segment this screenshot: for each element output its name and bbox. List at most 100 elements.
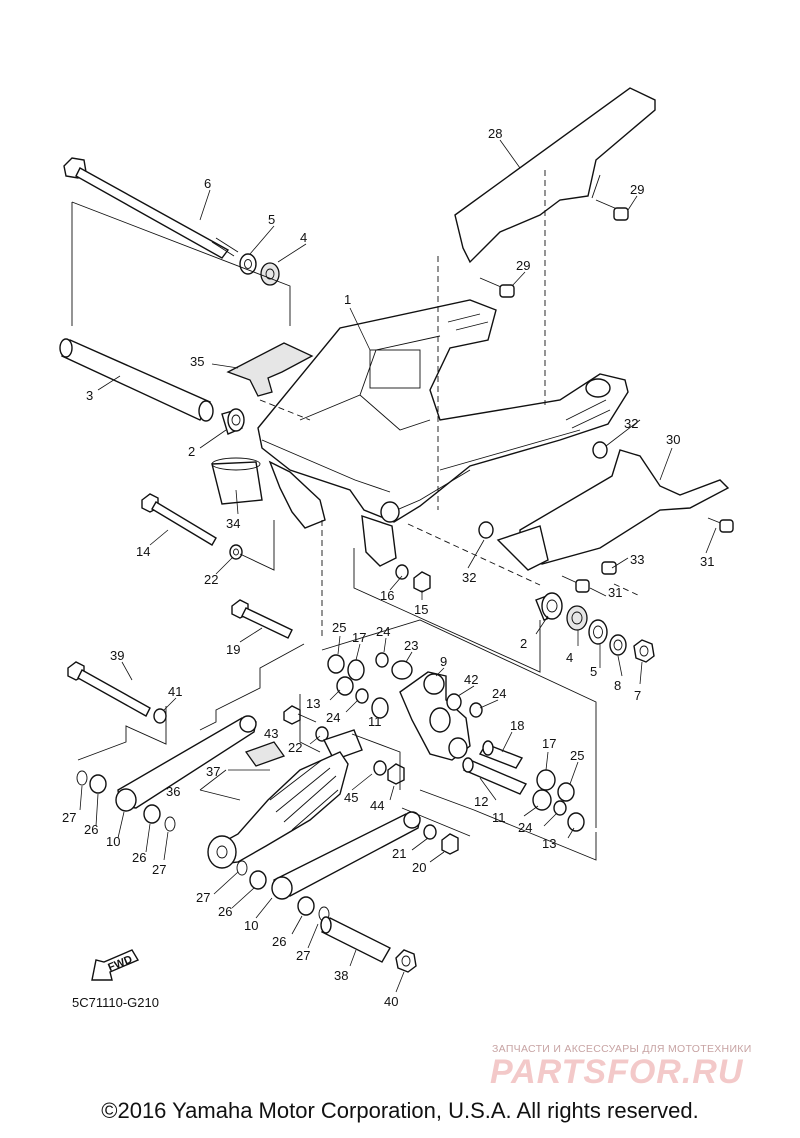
relay-arm-part-9[interactable] (399, 671, 471, 761)
bolt-part-29-lower[interactable] (479, 277, 515, 298)
collar-part-25-right[interactable] (557, 782, 575, 802)
nut-part-40[interactable] (395, 949, 417, 973)
callout-22-upper: 22 (204, 572, 218, 587)
bearing-part-2-left[interactable] (221, 408, 245, 435)
bolt-part-31-lower[interactable] (561, 575, 590, 593)
callout-23: 23 (404, 638, 418, 653)
callout-26-b: 26 (132, 850, 146, 865)
callout-2-left: 2 (188, 444, 195, 459)
connecting-rod-part-10-upper[interactable] (115, 715, 257, 812)
callout-2-right: 2 (520, 636, 527, 651)
callout-27-c: 27 (196, 890, 210, 905)
collar-part-3[interactable] (59, 338, 214, 422)
damper-part-32-lower[interactable] (478, 521, 494, 539)
collar-part-13-right[interactable] (567, 812, 585, 832)
connecting-rod-part-10-lower[interactable] (271, 811, 421, 900)
callout-8: 8 (614, 678, 621, 693)
seal-part-4-left[interactable] (260, 262, 280, 286)
callout-13-right: 13 (542, 836, 556, 851)
washer-part-16[interactable] (395, 564, 409, 580)
collar-part-26-c[interactable] (249, 870, 267, 890)
bolt-part-39[interactable] (67, 661, 151, 717)
collar-part-18[interactable] (478, 740, 524, 769)
callout-29-upper: 29 (630, 182, 644, 197)
collar-part-26-b[interactable] (143, 804, 161, 824)
washer-part-24-a[interactable] (375, 652, 389, 668)
washer-part-22-lower[interactable] (315, 726, 329, 742)
callout-26-c: 26 (218, 904, 232, 919)
callout-11-right: 11 (492, 810, 506, 825)
pivot-shaft-part-6[interactable] (63, 157, 239, 259)
callout-37: 37 (206, 764, 220, 779)
plate-part-35[interactable] (226, 342, 314, 397)
callout-30: 30 (666, 432, 680, 447)
collar-part-13-left[interactable] (336, 676, 354, 696)
callout-18-visible: 18 (510, 718, 524, 733)
callout-7: 7 (634, 688, 641, 703)
bearing-part-2-right[interactable] (535, 592, 563, 621)
chain-guard-part-30[interactable] (496, 449, 730, 571)
bolt-part-31-right[interactable] (707, 517, 734, 533)
washer-part-24-b[interactable] (355, 688, 369, 704)
bolt-part-29-upper[interactable] (595, 199, 629, 221)
callout-33: 33 (630, 552, 644, 567)
washer-part-41[interactable] (153, 708, 167, 724)
washer-part-22-upper[interactable] (229, 544, 243, 560)
callout-27-a: 27 (62, 810, 76, 825)
callout-5-left: 5 (268, 212, 275, 227)
callout-16: 16 (380, 588, 394, 603)
bearing-part-23[interactable] (391, 660, 413, 680)
callout-17-left: 17 (352, 630, 366, 645)
bolt-part-14[interactable] (141, 493, 217, 546)
swingarm-part-1[interactable] (257, 299, 629, 523)
callout-27-b: 27 (152, 862, 166, 877)
assembly-brackets (77, 520, 597, 861)
callout-27-d: 27 (296, 948, 310, 963)
nut-part-20[interactable] (441, 833, 459, 855)
callout-25-right: 25 (570, 748, 584, 763)
collar-part-25-left[interactable] (327, 654, 345, 674)
callout-10-lower: 10 (244, 918, 258, 933)
callout-1: 1 (344, 292, 351, 307)
collar-part-12[interactable] (462, 757, 528, 795)
seal-part-4-right[interactable] (566, 605, 588, 631)
bearing-part-17-left[interactable] (347, 659, 365, 681)
callout-4-left: 4 (300, 230, 307, 245)
washer-part-8[interactable] (609, 634, 627, 656)
bearing-part-11-left[interactable] (371, 697, 389, 719)
nut-part-7[interactable] (633, 639, 655, 663)
callout-24-b: 24 (326, 710, 340, 725)
circlip-part-27-c[interactable] (236, 860, 248, 876)
washer-part-24-c[interactable] (469, 702, 483, 718)
bearing-part-17-right[interactable] (536, 769, 556, 791)
label-part-37[interactable] (244, 741, 286, 767)
forward-direction-arrow-icon: FWD (91, 949, 140, 981)
collar-part-26-d[interactable] (297, 896, 315, 916)
damper-part-32-upper[interactable] (592, 441, 608, 459)
callout-35: 35 (190, 354, 204, 369)
collar-part-5-left[interactable] (239, 253, 257, 275)
collar-part-33[interactable] (601, 561, 617, 575)
callout-4-right: 4 (566, 650, 573, 665)
callout-34: 34 (226, 516, 240, 531)
washer-part-24-d[interactable] (553, 800, 567, 816)
washer-part-45[interactable] (373, 760, 387, 776)
collar-part-5-right[interactable] (588, 619, 608, 645)
circlip-part-27-a[interactable] (76, 770, 88, 786)
nut-part-44[interactable] (387, 763, 405, 785)
rear-shock-part-36[interactable] (207, 729, 363, 869)
chain-case-part-28[interactable] (454, 87, 656, 264)
callout-29-lower: 29 (516, 258, 530, 273)
bolt-part-19[interactable] (231, 599, 293, 639)
nut-part-15[interactable] (413, 571, 431, 593)
assembly-bracket-left (71, 201, 291, 326)
circlip-part-27-b[interactable] (164, 816, 176, 832)
bearing-part-11-right[interactable] (532, 789, 552, 811)
callout-24-a: 24 (376, 624, 390, 639)
collar-part-42[interactable] (446, 693, 462, 711)
cover-part-34[interactable] (211, 457, 263, 505)
collar-part-38[interactable] (320, 916, 391, 963)
collar-part-26-a[interactable] (89, 774, 107, 794)
washer-part-21[interactable] (423, 824, 437, 840)
